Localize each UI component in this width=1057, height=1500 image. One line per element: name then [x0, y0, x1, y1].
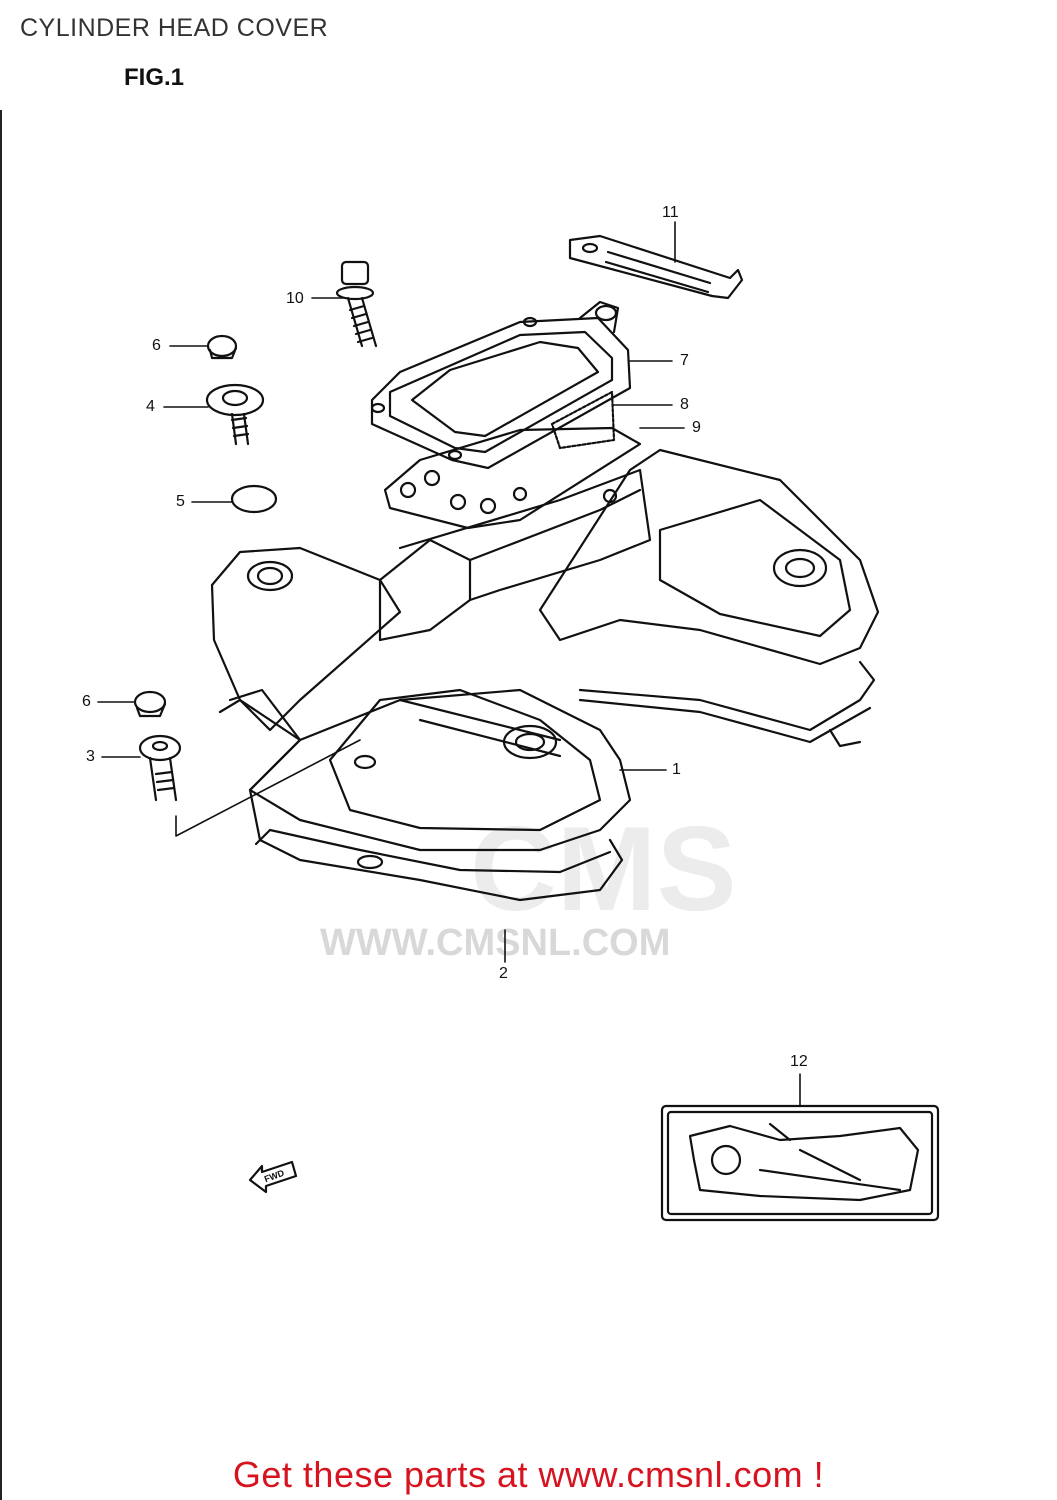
callout-5: 5: [176, 493, 185, 510]
part-6-cap-upper: [206, 334, 238, 360]
callout-1: 1: [672, 761, 681, 778]
get-parts-link[interactable]: Get these parts at www.cmsnl.com !: [232, 1454, 825, 1495]
callout-8: 8: [680, 396, 689, 413]
watermark-url: WWW.CMSNL.COM: [320, 922, 671, 964]
callout-6-lower: 6: [82, 693, 91, 710]
left-border-line: [0, 110, 2, 1500]
callout-3: 3: [86, 748, 95, 765]
part-5-o-ring: [230, 484, 278, 514]
part-1-head-cover: [210, 448, 880, 852]
part-11-breather-plate: [568, 234, 744, 300]
watermark-brand: CMS: [470, 802, 737, 936]
callout-10: 10: [286, 290, 304, 307]
part-3-bolt: [138, 734, 182, 802]
part-10-bolt: [335, 260, 378, 348]
page-title: CYLINDER HEAD COVER: [20, 14, 329, 42]
leader-lines: [97, 221, 801, 1107]
part-7-breather-cover: [370, 300, 632, 470]
part-6-cap-lower: [133, 690, 167, 718]
callout-6-upper: 6: [152, 337, 161, 354]
part-12-gasket-set: [660, 1104, 940, 1222]
part-8-filter: [550, 390, 616, 450]
fwd-arrow-icon: [248, 1160, 298, 1194]
callout-4: 4: [146, 398, 155, 415]
callout-12: 12: [790, 1053, 808, 1070]
callout-11: 11: [662, 204, 679, 221]
part-2-gasket: [218, 660, 876, 902]
callout-2: 2: [499, 965, 508, 982]
callout-7: 7: [680, 352, 689, 369]
figure-label: FIG.1: [124, 64, 185, 91]
callout-9: 9: [692, 419, 701, 436]
part-9-gasket: [383, 426, 642, 530]
part-4-bolt: [205, 383, 265, 446]
